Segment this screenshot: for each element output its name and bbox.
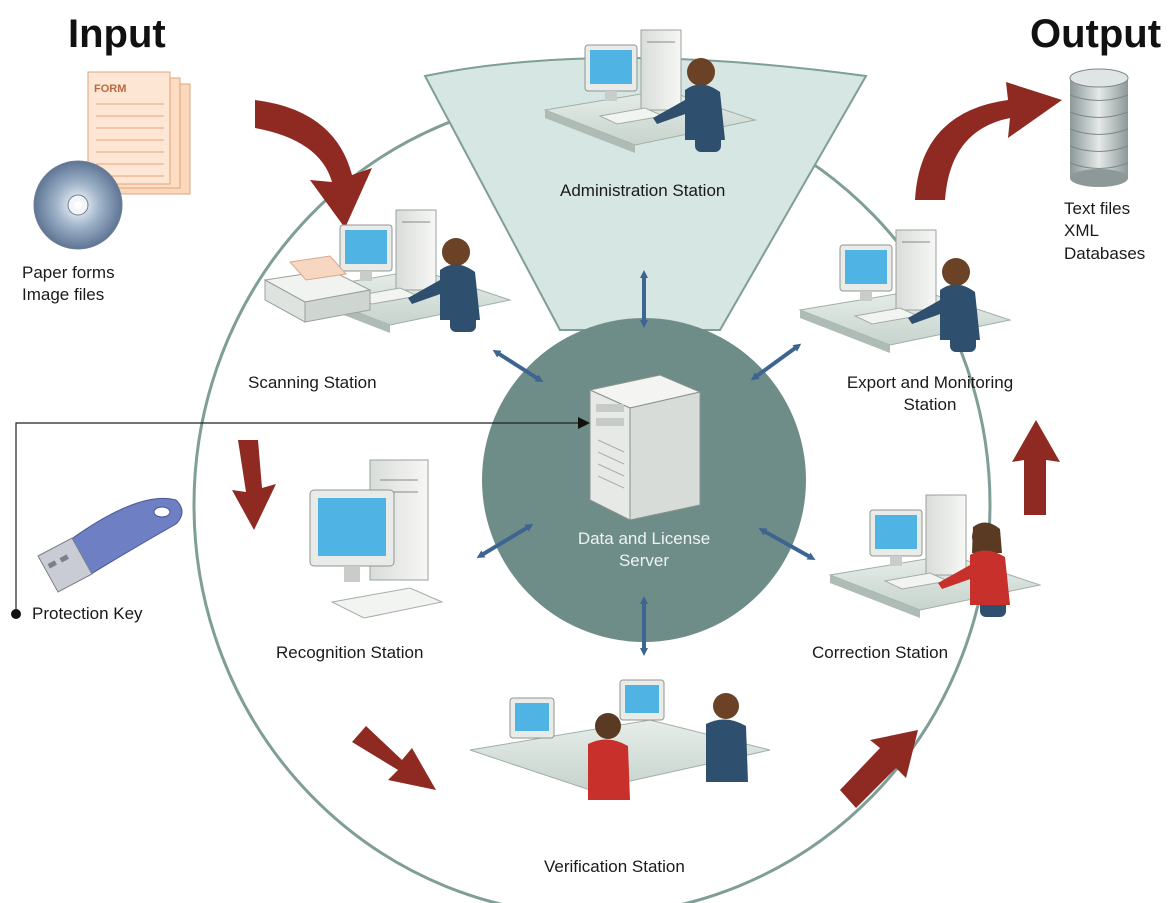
output-item-text-files: Text files bbox=[1064, 199, 1131, 218]
scanner-icon bbox=[263, 255, 372, 323]
administration-station-label: Administration Station bbox=[560, 181, 726, 200]
server-tower-icon bbox=[588, 374, 702, 521]
output-title: Output bbox=[1030, 12, 1162, 56]
flow-arrow-output bbox=[915, 82, 1062, 200]
output-item-xml: XML bbox=[1064, 221, 1099, 241]
paper-forms-icon bbox=[87, 71, 191, 195]
recognition-station-icon bbox=[309, 459, 444, 619]
export-station-label-line2: Station bbox=[903, 395, 957, 415]
protection-key-connector bbox=[11, 417, 590, 619]
link-correction bbox=[758, 528, 816, 560]
server-label-line1: Data and License bbox=[577, 529, 711, 548]
verification-station-icon bbox=[469, 679, 771, 800]
database-icon bbox=[1069, 68, 1129, 187]
output-items: Text files XML Databases bbox=[1064, 198, 1145, 265]
link-arrows bbox=[476, 270, 816, 656]
server-label: Data and License Server bbox=[544, 528, 744, 572]
input-item-image-files: Image files bbox=[22, 285, 105, 305]
scanning-station-label: Scanning Station bbox=[248, 373, 377, 392]
protection-key-label: Protection Key bbox=[32, 604, 143, 623]
form-caption: FORM bbox=[94, 83, 126, 95]
export-station-label: Export and Monitoring Station bbox=[830, 372, 1030, 417]
link-recognition bbox=[476, 523, 534, 559]
link-export bbox=[750, 343, 802, 381]
output-item-databases: Databases bbox=[1064, 243, 1146, 263]
flow-arrow-input bbox=[255, 100, 372, 228]
input-item-paper-forms: Paper forms bbox=[22, 263, 115, 282]
correction-station-label: Correction Station bbox=[812, 643, 949, 662]
flow-arrow-recog-to-verif bbox=[352, 726, 436, 790]
input-title: Input bbox=[68, 12, 166, 56]
flow-arrow-corr-to-export bbox=[1012, 420, 1060, 515]
verification-station-label: Verification Station bbox=[544, 857, 685, 876]
recognition-station-label: Recognition Station bbox=[276, 643, 424, 662]
input-items: Paper forms Image files bbox=[22, 262, 115, 307]
scanning-station-icon bbox=[263, 209, 511, 334]
export-station-label-line1: Export and Monitoring bbox=[846, 373, 1014, 392]
flow-arrows bbox=[232, 82, 1062, 808]
flow-arrow-verif-to-corr bbox=[840, 730, 918, 808]
flow-arrow-scan-to-recog bbox=[232, 440, 276, 530]
server-label-line2: Server bbox=[618, 551, 670, 571]
usb-key-icon bbox=[37, 497, 183, 593]
link-scanning bbox=[492, 349, 544, 383]
cd-icon bbox=[33, 160, 123, 250]
